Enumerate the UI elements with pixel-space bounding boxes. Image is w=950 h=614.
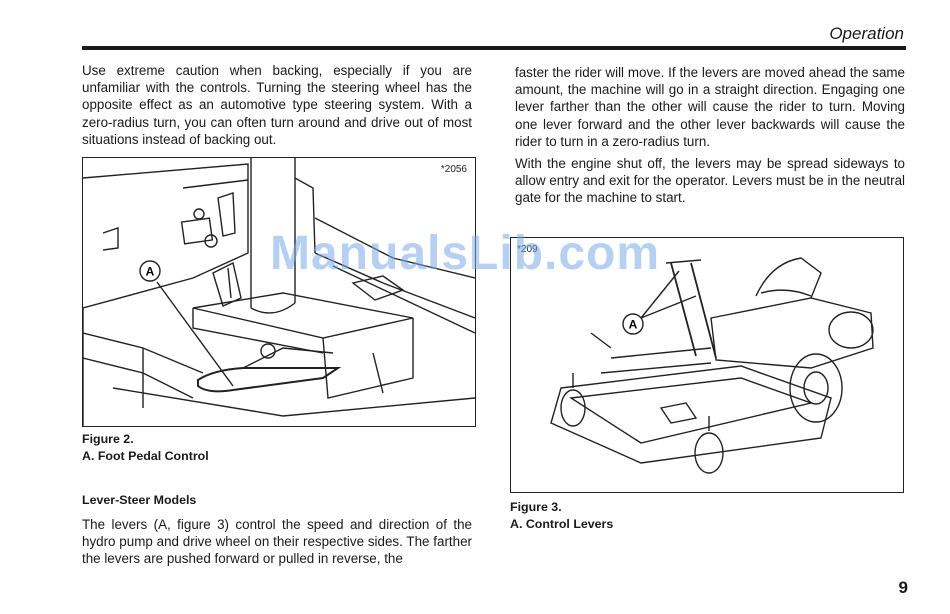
figure-3-caption-title: Figure 3. — [510, 500, 562, 514]
figure-3-illustration: A *209 — [510, 237, 904, 493]
figure-3-caption: Figure 3. A. Control Levers — [510, 499, 613, 533]
figure-2-illustration: A *2056 — [82, 157, 476, 427]
section-title: Operation — [829, 24, 904, 43]
figure-3-caption-item: A. Control Levers — [510, 517, 614, 531]
lever-paragraph: The levers (A, figure 3) control the spe… — [82, 517, 472, 567]
figure-2-caption: Figure 2. A. Foot Pedal Control — [82, 431, 209, 465]
foot-pedal-drawing: A — [83, 158, 475, 426]
header-rule — [82, 46, 906, 50]
figure-3-callout: A — [629, 318, 638, 332]
figure-2-callout: A — [146, 265, 155, 279]
continued-paragraph: faster the rider will move. If the lever… — [515, 65, 905, 149]
intro-paragraph: Use extreme caution when backing, especi… — [82, 63, 472, 147]
rider-mower-drawing: A — [550, 257, 874, 474]
manualslib-watermark: ManualsLib.com — [270, 227, 661, 280]
figure-2-caption-item: A. Foot Pedal Control — [82, 449, 209, 463]
figure-3-number: *209 — [517, 244, 538, 255]
engine-paragraph: With the engine shut off, the levers may… — [515, 156, 905, 206]
figure-2-number: *2056 — [440, 164, 467, 175]
page-number: 9 — [898, 578, 908, 597]
lever-steer-subheading: Lever-Steer Models — [82, 493, 197, 507]
figure-2-caption-title: Figure 2. — [82, 432, 134, 446]
